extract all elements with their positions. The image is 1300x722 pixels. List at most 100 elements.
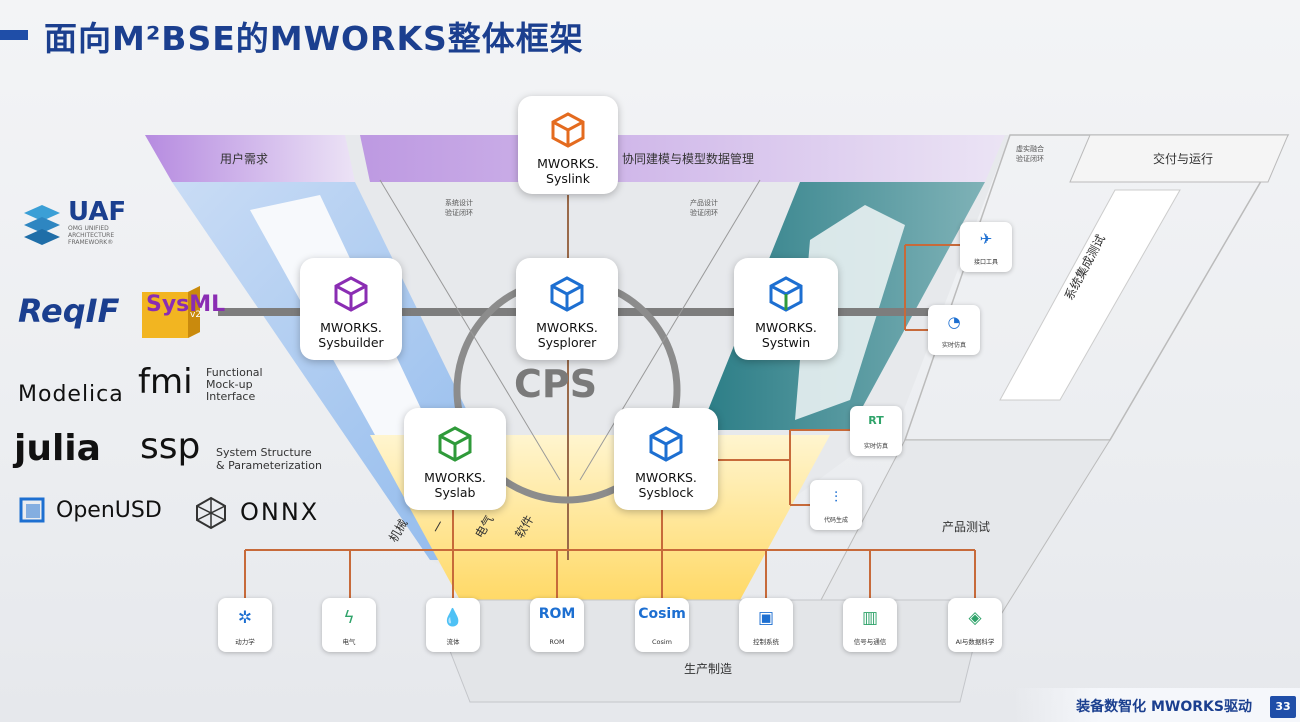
openusd-logo: OpenUSD — [18, 496, 162, 530]
node-syslink-line1: MWORKS. — [537, 156, 599, 171]
node-sysplorer-line2: Sysplorer — [537, 335, 597, 350]
label-delivery: 交付与运行 — [1153, 152, 1214, 166]
onnx-text: ONNX — [240, 498, 320, 526]
page-number: 33 — [1270, 696, 1296, 718]
tool-signal-label: 信号与通信 — [853, 638, 887, 646]
sysml-logo: SysML v2 — [138, 282, 225, 342]
node-sysplorer-line1: MWORKS. — [536, 320, 598, 335]
cube-icon — [649, 426, 683, 462]
user-needs-band — [145, 135, 355, 182]
node-sysplorer[interactable]: MWORKS. Sysplorer — [516, 258, 618, 360]
cube-icon — [551, 112, 585, 148]
tool-dynamics-label: 动力学 — [235, 638, 255, 646]
cosim-icon: Cosim — [638, 606, 686, 622]
tool-dynamics[interactable]: ✲ 动力学 — [218, 598, 272, 652]
node-systwin-line1: MWORKS. — [755, 320, 817, 335]
signal-icon: ▥ — [861, 608, 879, 628]
tool-fluid[interactable]: 💧 流体 — [426, 598, 480, 652]
radar-icon: ◔ — [947, 313, 961, 331]
tool-codegen-label: 代码生成 — [823, 517, 848, 524]
satellite-icon: ✈ — [979, 230, 993, 248]
node-sysblock-line2: Sysblock — [638, 485, 694, 500]
uaf-stack-icon — [24, 205, 60, 245]
node-sysbuilder[interactable]: MWORKS. Sysbuilder — [300, 258, 402, 360]
tool-rt[interactable]: RT 实时仿真 — [850, 406, 902, 456]
label-user-needs: 用户需求 — [220, 152, 269, 166]
tool-rt-label: 实时仿真 — [863, 443, 888, 450]
footer-band — [1014, 688, 1300, 722]
node-sysbuilder-line2: Sysbuilder — [318, 335, 384, 350]
production-frame — [429, 599, 986, 703]
node-sysblock[interactable]: MWORKS. Sysblock — [614, 408, 718, 510]
tool-control[interactable]: ▣ 控制系统 — [739, 598, 793, 652]
ssp-logo: ssp — [140, 426, 201, 467]
cube-icon — [438, 426, 472, 462]
cube-icon — [550, 276, 584, 312]
tool-fluid-label: 流体 — [446, 638, 460, 646]
tool-realtime-label: 实时仿真 — [941, 342, 966, 349]
tool-rom[interactable]: ROM ROM — [530, 598, 584, 652]
rt-icon: RT — [868, 414, 884, 427]
tool-interface[interactable]: ✈ 接口工具 — [960, 222, 1012, 272]
tool-interface-label: 接口工具 — [973, 259, 998, 266]
modelica-logo: Modelica — [18, 382, 124, 407]
tool-electrical[interactable]: ϟ 电气 — [322, 598, 376, 652]
sysml-text: SysML — [146, 292, 226, 317]
codegen-icon: ⫶ — [834, 488, 838, 506]
cps-label: CPS — [514, 362, 598, 406]
delivery-header — [1069, 134, 1289, 183]
node-syslink-line2: Syslink — [546, 171, 590, 186]
node-sysblock-line1: MWORKS. — [635, 470, 697, 485]
label-system-design-loop: 系统设计 验证闭环 — [445, 199, 473, 217]
slide-title: 面向M²BSE的MWORKS整体框架 — [44, 19, 584, 58]
lightning-icon: ϟ — [343, 608, 355, 628]
onnx-logo: ONNX — [194, 496, 317, 534]
label-product-test: 产品测试 — [942, 520, 991, 534]
tool-signal[interactable]: ▥ 信号与通信 — [843, 598, 897, 652]
node-syslab-line2: Syslab — [434, 485, 476, 500]
tool-realtime[interactable]: ◔ 实时仿真 — [928, 305, 980, 355]
uaf-logo: UAF OMG UNIFIED ARCHITECTURE FRAMEWORK® — [20, 197, 126, 255]
onnx-icon — [196, 496, 226, 530]
reqif-logo: ReqIF — [18, 292, 120, 330]
label-virtual-real-loop: 虚实融合 验证闭环 — [1016, 145, 1044, 163]
node-syslab[interactable]: MWORKS. Syslab — [404, 408, 506, 510]
droplet-icon: 💧 — [442, 608, 464, 628]
uaf-subtext: OMG UNIFIED ARCHITECTURE FRAMEWORK® — [68, 225, 115, 246]
title-accent-bar — [0, 30, 28, 40]
node-systwin[interactable]: MWORKS. Systwin — [734, 258, 838, 360]
control-icon: ▣ — [757, 608, 775, 628]
label-collab-modeling: 协同建模与模型数据管理 — [622, 152, 755, 166]
fmi-description: Functional Mock-up Interface — [206, 366, 263, 403]
ai-icon: ◈ — [968, 608, 982, 628]
ssp-description: System Structure & Parameterization — [216, 446, 322, 472]
julia-logo: julia — [14, 428, 101, 469]
sysml-version: v2 — [190, 310, 202, 320]
rom-icon: ROM — [538, 606, 576, 622]
label-product-design-loop: 产品设计 验证闭环 — [690, 199, 718, 217]
integration-arrow — [999, 189, 1181, 401]
tool-cosim-label: Cosim — [651, 638, 673, 646]
tool-ai[interactable]: ◈ AI与数据科学 — [948, 598, 1002, 652]
openusd-icon — [19, 497, 45, 523]
cube-icon — [769, 276, 803, 312]
cube-icon — [334, 276, 368, 312]
tool-electrical-label: 电气 — [342, 638, 356, 646]
uaf-text: UAF — [68, 197, 127, 227]
sysml-box-icon — [142, 286, 200, 338]
node-syslab-line1: MWORKS. — [424, 470, 486, 485]
node-syslink[interactable]: MWORKS. Syslink — [518, 96, 618, 194]
footer-text: 装备数智化 MWORKS驱动 — [1076, 699, 1252, 715]
node-systwin-line2: Systwin — [761, 335, 811, 350]
tool-control-label: 控制系统 — [753, 638, 779, 646]
tool-rom-label: ROM — [549, 638, 565, 646]
fmi-logo: fmi — [138, 362, 193, 402]
label-production: 生产制造 — [684, 662, 733, 676]
openusd-text: OpenUSD — [56, 498, 162, 523]
tool-codegen[interactable]: ⫶ 代码生成 — [810, 480, 862, 530]
dynamics-icon: ✲ — [237, 608, 253, 628]
tool-ai-label: AI与数据科学 — [955, 638, 995, 646]
tool-cosim[interactable]: Cosim Cosim — [635, 598, 689, 652]
node-sysbuilder-line1: MWORKS. — [320, 320, 382, 335]
